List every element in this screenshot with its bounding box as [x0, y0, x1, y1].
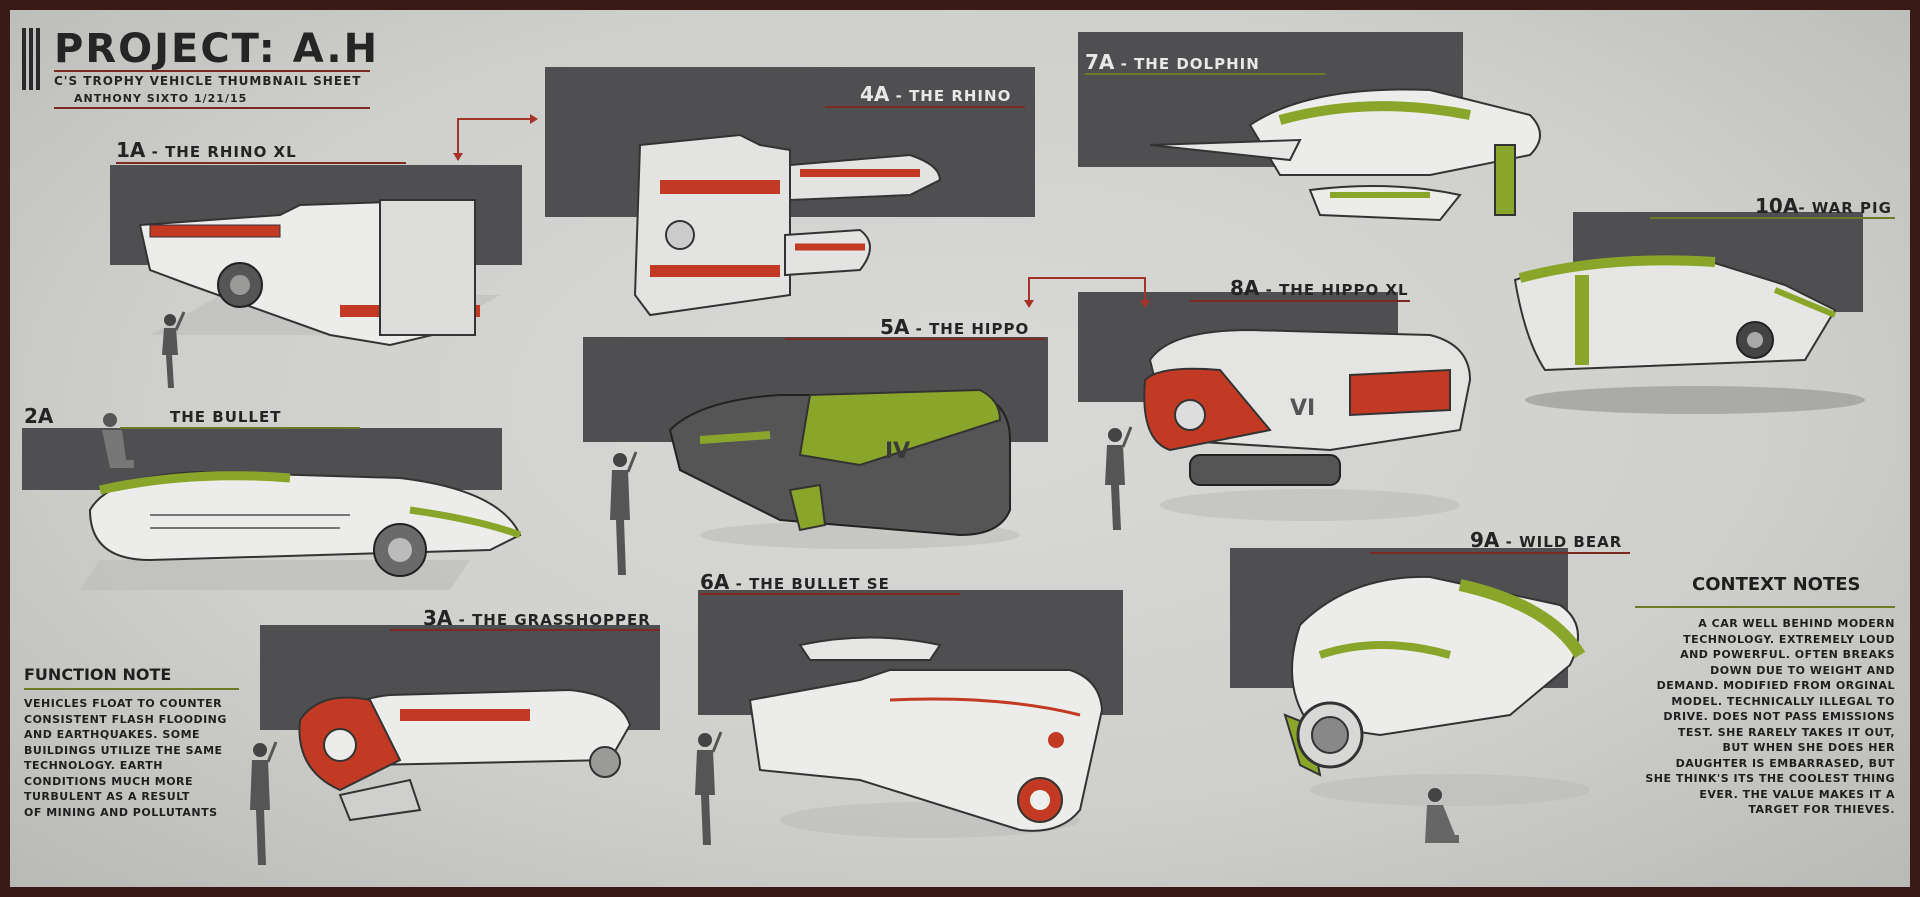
vehicle-4a-rhino-sketch — [633, 133, 942, 317]
context-notes-body: A CAR WELL BEHIND MODERN TECHNOLOGY. EXTR… — [1600, 616, 1895, 818]
context-note-line: A CAR WELL BEHIND MODERN — [1698, 617, 1895, 630]
context-notes-title: CONTEXT NOTES — [1692, 574, 1861, 595]
context-note-line: DEMAND. MODIFIED FROM ORGINAL — [1656, 679, 1895, 692]
title-bars-icon — [22, 28, 40, 90]
underline-10a — [1650, 217, 1895, 219]
figure-5a — [610, 451, 638, 575]
underline-2a — [120, 427, 360, 429]
vehicle-6a-bullet-se-sketch — [748, 636, 1104, 838]
vehicle-3a-grasshopper-sketch — [298, 688, 632, 822]
context-notes-underline — [1635, 606, 1895, 608]
figure-3a — [250, 741, 278, 865]
underline-3a — [390, 629, 660, 631]
context-note-line: AND POWERFUL. OFTEN BREAKS — [1680, 648, 1895, 661]
function-note-line: CONSISTENT FLASH FLOODING — [24, 712, 227, 726]
function-note-title: FUNCTION NOTE — [24, 665, 172, 684]
function-note-line: OF MINING AND POLLUTANTS — [24, 805, 218, 819]
figure-2a-rider — [102, 413, 134, 468]
context-note-line: MODEL. TECHNICALLY ILLEGAL TO — [1671, 694, 1895, 708]
label-3a: 3A - THE GRASSHOPPER — [423, 606, 651, 630]
label-5a: 5A - THE HIPPO — [880, 315, 1030, 339]
function-note-line: TECHNOLOGY. EARTH — [24, 759, 163, 772]
label-2a: THE BULLET — [170, 408, 282, 426]
concept-sheet: PROJECT: A.H C'S TROPHY VEHICLE THUMBNAI… — [10, 10, 1910, 887]
vehicle-8a-hippo-xl-sketch: VI — [1143, 328, 1472, 521]
context-note-line: BUT WHEN SHE DOES HER — [1722, 741, 1895, 754]
title-underline — [54, 70, 370, 72]
context-note-line: DAUGHTER IS EMBARRASED, BUT — [1675, 756, 1895, 770]
label-10a: 10A- WAR PIG — [1755, 194, 1892, 218]
label-1a: 1A - THE RHINO XL — [116, 138, 297, 162]
figure-8a — [1105, 426, 1133, 530]
author-underline — [54, 107, 370, 109]
function-note-body: VEHICLES FLOAT TO COUNTER CONSISTENT FLAS… — [24, 696, 244, 820]
label-4a: 4A - THE RHINO — [860, 82, 1012, 106]
arrow-8a-icon — [1024, 277, 1150, 308]
label-9a: 9A - WILD BEAR — [1470, 528, 1623, 552]
underline-9a — [1370, 552, 1630, 554]
function-note-line: AND EARTHQUAKES. SOME — [24, 728, 201, 741]
function-note-line: TURBULENT AS A RESULT — [24, 790, 190, 803]
label-8a: 8A - THE HIPPO XL — [1230, 276, 1409, 300]
vehicle-2a-bullet-sketch — [80, 470, 522, 590]
sheet-author: ANTHONY SIXTO 1/21/15 — [74, 92, 248, 105]
function-note-line: BUILDINGS UTILIZE THE SAME — [24, 743, 223, 757]
figure-6a — [695, 731, 723, 845]
underline-7a — [1085, 73, 1325, 75]
function-note-line: CONDITIONS MUCH MORE — [24, 774, 194, 788]
underline-1a — [116, 162, 406, 164]
label-7a: 7A - THE DOLPHIN — [1085, 50, 1260, 74]
context-note-line: SHE THINK'S ITS THE COOLEST THING — [1645, 772, 1895, 785]
underline-8a — [1190, 300, 1410, 302]
function-note-underline — [24, 688, 239, 690]
arrow-4a-icon — [453, 114, 538, 161]
function-note-line: VEHICLES FLOAT TO COUNTER — [24, 697, 223, 710]
label-2a-num: 2A — [24, 404, 54, 428]
vehicle-1a-rhino-xl-sketch — [138, 198, 500, 347]
underline-5a — [785, 338, 1045, 340]
vehicle-9a-wild-bear-sketch — [1283, 575, 1590, 806]
sheet-subtitle: C'S TROPHY VEHICLE THUMBNAIL SHEET — [54, 74, 362, 88]
context-note-line: TEST. SHE RARELY TAKES IT OUT, — [1677, 725, 1895, 739]
context-note-line: EVER. THE VALUE MAKES IT A — [1699, 787, 1895, 801]
underline-4a — [825, 106, 1025, 108]
project-title: PROJECT: A.H — [54, 26, 380, 72]
vehicle-10a-war-pig-sketch — [1513, 255, 1865, 414]
vehicle-7a-dolphin-sketch — [1149, 88, 1541, 222]
vehicle-5a-hippo-sketch: IV — [668, 388, 1020, 549]
context-note-line: DOWN DUE TO WEIGHT AND — [1710, 663, 1895, 677]
figure-9a-seated — [1425, 788, 1459, 843]
underline-6a — [700, 593, 960, 595]
hippo-xl-marking: VI — [1290, 396, 1315, 421]
context-note-line: TECHNOLOGY. EXTREMELY LOUD — [1683, 632, 1895, 646]
label-6a: 6A - THE BULLET SE — [700, 570, 890, 594]
context-note-line: DRIVE. DOES NOT PASS EMISSIONS — [1663, 710, 1895, 723]
context-note-line: TARGET FOR THIEVES. — [1748, 803, 1895, 816]
figure-1a — [162, 311, 186, 388]
hippo-marking: IV — [885, 439, 910, 464]
